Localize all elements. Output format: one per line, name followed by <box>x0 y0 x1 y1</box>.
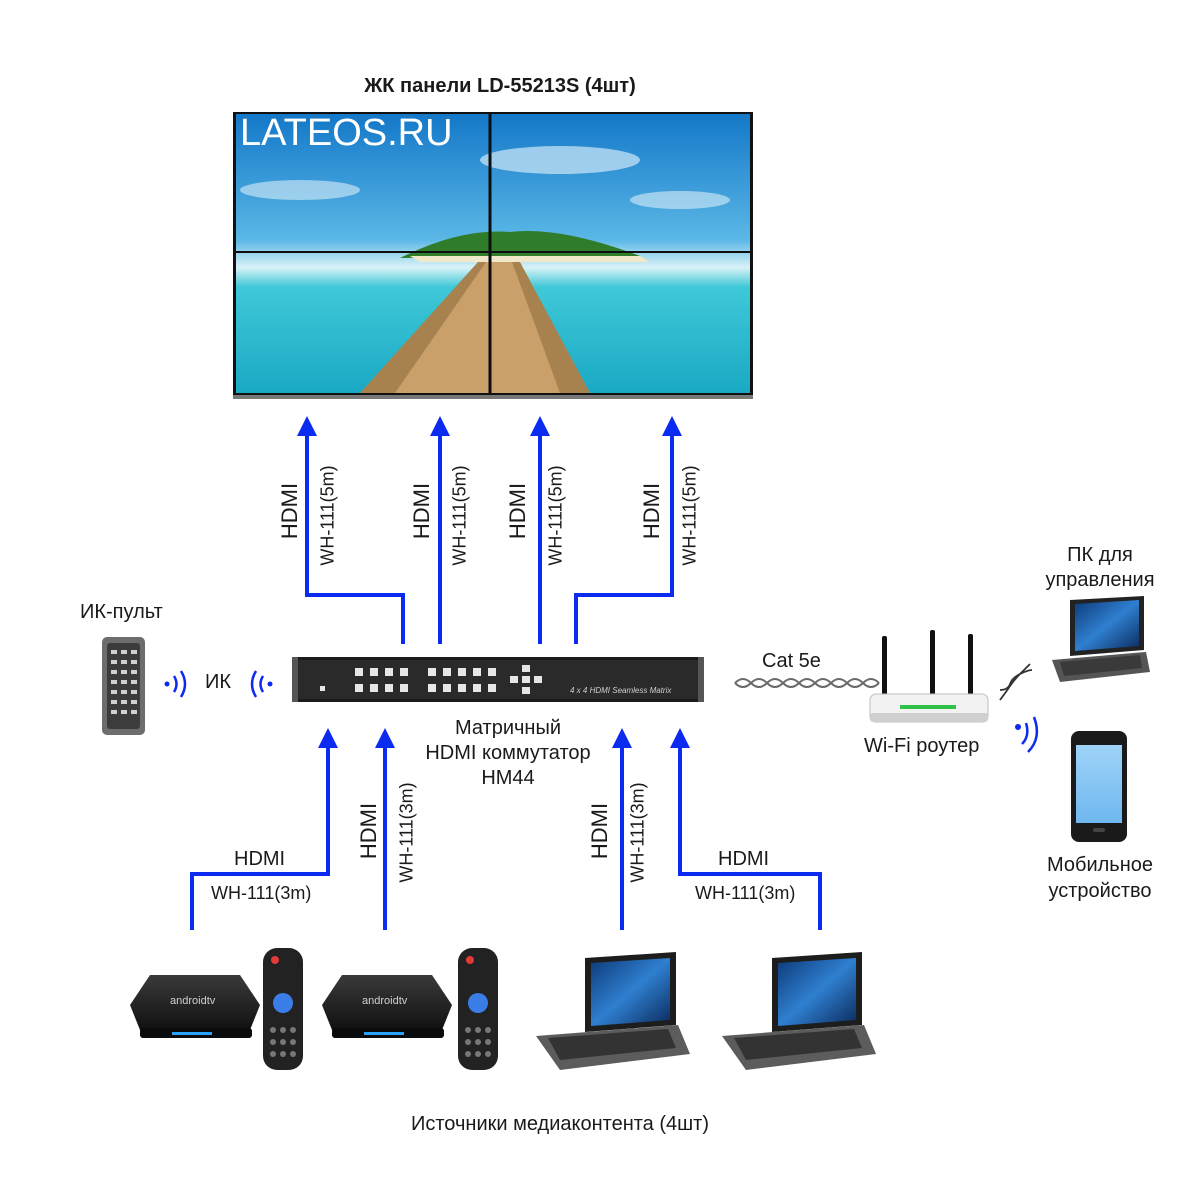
router-label: Wi-Fi роутер <box>864 735 980 757</box>
arrow-head <box>530 416 550 436</box>
input-cables <box>190 728 822 930</box>
output-2-cable: WH-111(5m) <box>449 465 470 566</box>
switch-name-line2: HDMI коммутатор <box>425 742 591 764</box>
output-4-cable: WH-111(5m) <box>679 465 700 566</box>
ir-signal-label: ИК <box>205 671 232 693</box>
output-4-signal: HDMI <box>639 482 664 540</box>
ir-remote-label: ИК-пульт <box>80 601 163 623</box>
pc-laptop <box>1052 596 1150 682</box>
ir-remote <box>102 637 145 735</box>
input-3-cable: WH-111(3m) <box>627 782 648 883</box>
ir-receiver-wave-icon <box>250 670 273 698</box>
switch-front-text: 4 x 4 HDMI Seamless Matrix <box>570 686 672 695</box>
output-cable-4 <box>574 432 674 644</box>
arrow-head <box>662 416 682 436</box>
input-cable-4 <box>678 746 822 930</box>
cat5e-cable <box>734 678 880 688</box>
input-3-signal: HDMI <box>587 802 612 860</box>
pc-label-line2: управления <box>1045 569 1155 591</box>
sources-label: Источники медиаконтента (4шт) <box>410 1113 710 1135</box>
android-tv-box-2 <box>322 948 498 1070</box>
input-1-signal: HDMI <box>234 848 286 870</box>
input-4-cable: WH-111(3m) <box>695 883 796 903</box>
pc-label-line1: ПК для <box>1067 544 1133 566</box>
output-cables <box>297 416 682 644</box>
arrow-head <box>670 728 690 748</box>
output-cable-1 <box>305 432 405 644</box>
android-brand-2: androidtv <box>362 995 408 1007</box>
matrix-switch <box>292 657 704 702</box>
cable-label: Cat 5e <box>762 650 821 672</box>
input-2-cable: WH-111(3m) <box>396 782 417 883</box>
watermark: LATEOS.RU <box>240 112 453 154</box>
diagram-title: ЖК панели LD-55213S (4шт) <box>364 75 636 97</box>
wifi-signal-icon <box>1015 716 1039 753</box>
mobile-label-line2: устройство <box>1048 880 1152 902</box>
input-2-signal: HDMI <box>356 802 381 860</box>
arrow-head <box>430 416 450 436</box>
output-1-signal: HDMI <box>277 482 302 540</box>
arrow-head <box>612 728 632 748</box>
arrow-head <box>297 416 317 436</box>
android-brand-1: androidtv <box>170 995 216 1007</box>
source-laptop-1 <box>536 952 690 1070</box>
mobile-phone <box>1071 731 1127 842</box>
source-laptop-2 <box>722 952 876 1070</box>
switch-name-line3: HM44 <box>481 767 535 789</box>
output-3-cable: WH-111(5m) <box>545 465 566 566</box>
input-1-cable: WH-111(3m) <box>211 883 312 903</box>
android-tv-box-1 <box>130 948 303 1070</box>
mobile-label-line1: Мобильное <box>1046 854 1153 876</box>
pc-link-cable <box>999 663 1033 701</box>
output-1-cable: WH-111(5m) <box>317 465 338 566</box>
output-2-signal: HDMI <box>409 482 434 540</box>
videowall <box>233 112 753 399</box>
wifi-router <box>869 630 989 723</box>
input-4-signal: HDMI <box>718 848 770 870</box>
arrow-head <box>318 728 338 748</box>
input-cable-1 <box>190 746 330 930</box>
switch-name-line1: Матричный <box>454 717 562 739</box>
arrow-head <box>375 728 395 748</box>
output-3-signal: HDMI <box>505 482 530 540</box>
ir-wave-icon <box>164 670 187 698</box>
